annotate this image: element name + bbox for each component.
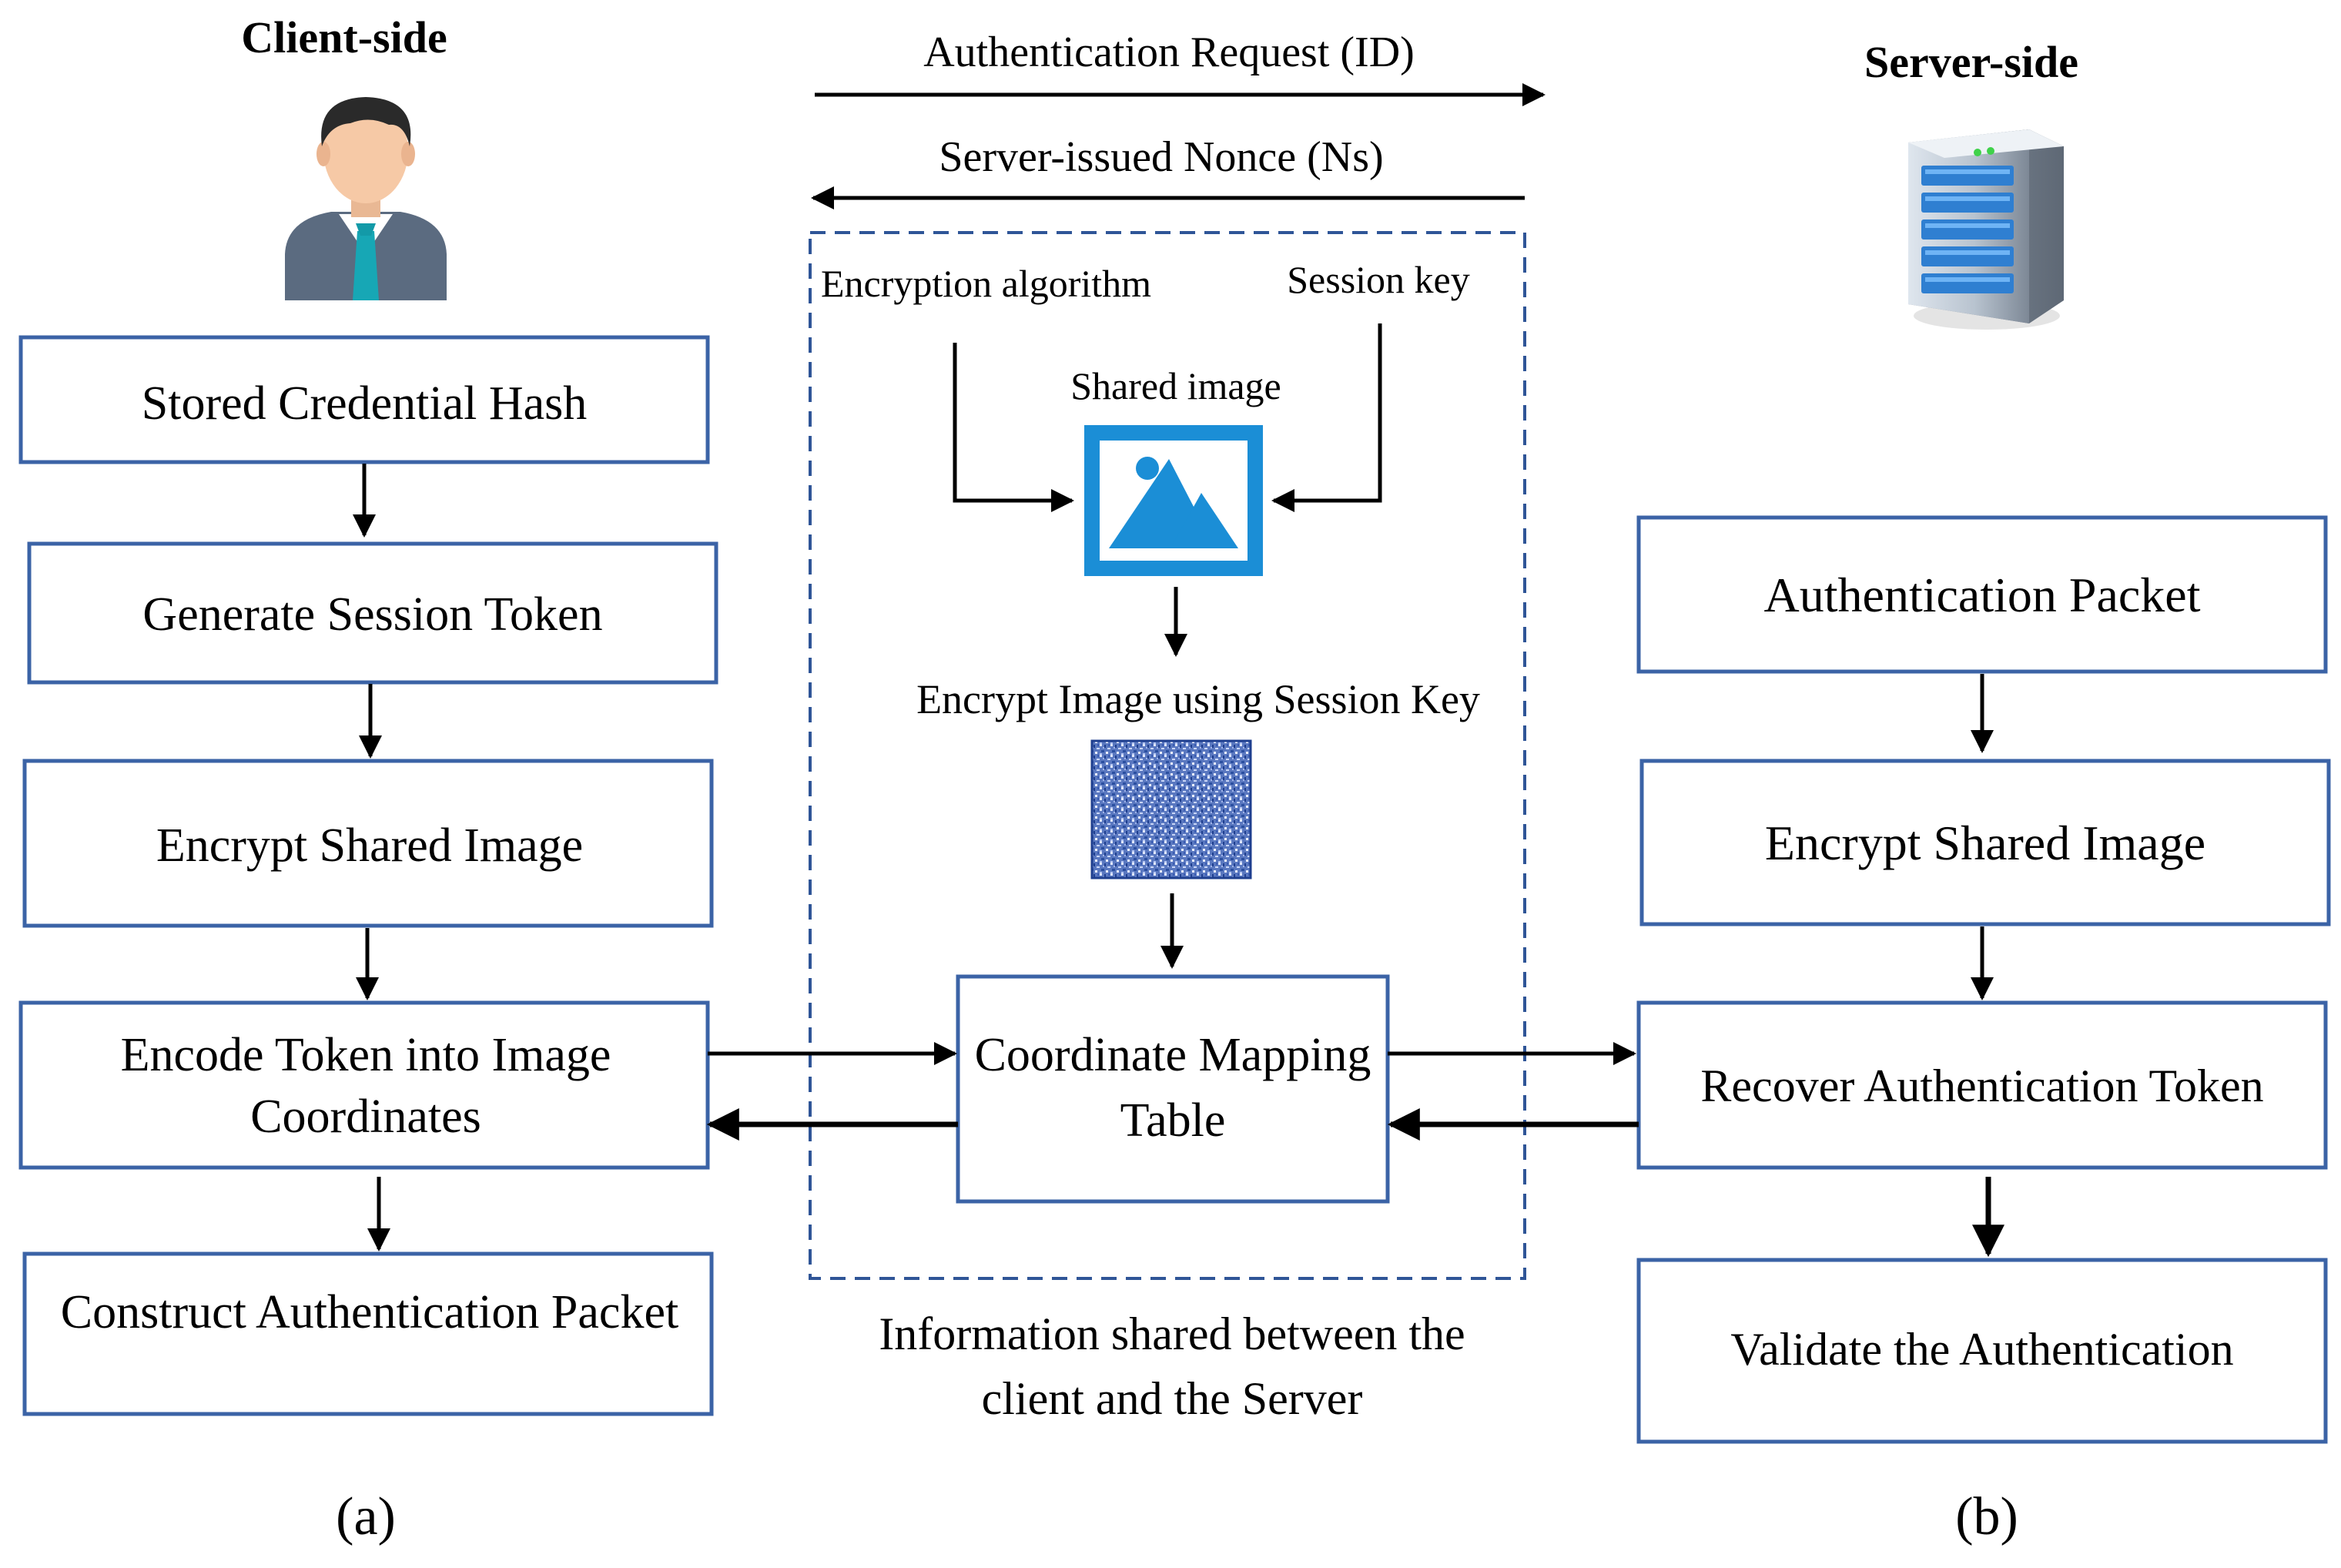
server-box-recover-token [1636,1000,2328,1170]
coordinate-mapping-line2: Table [1120,1094,1226,1147]
client-caption: (a) [336,1487,396,1546]
shared-caption-line2: client and the Server [982,1373,1363,1424]
client-box-encrypt-image [22,759,714,928]
shared-info-region [809,231,1526,1280]
client-box-stored-hash [18,335,710,464]
client-box-generate-token [27,541,718,685]
server-box-validate-text: Validate the Authentication [1730,1324,2233,1375]
auth-request-label: Authentication Request (ID) [923,28,1415,76]
client-box-encrypt-image-text: Encrypt Shared Image [156,819,583,872]
server-box-recover-token-text: Recover Authentication Token [1700,1060,2263,1111]
server-side-heading: Server-side [1864,37,2078,87]
shared-image-label: Shared image [1070,364,1281,407]
shared-image-icon [1084,425,1263,576]
client-box-encode-token-line2: Coordinates [250,1091,481,1143]
client-box-construct-packet-text: Construct Authentication Packet [61,1286,678,1338]
server-caption: (b) [1955,1487,2018,1546]
client-box-encode-token-line1: Encode Token into Image [121,1029,611,1081]
client-box-construct-packet [22,1251,714,1416]
server-box-encrypt-image [1639,759,2331,926]
coordinate-mapping-line1: Coordinate Mapping [975,1029,1371,1081]
client-box-encode-token [18,1000,710,1170]
nonce-label: Server-issued Nonce (Ns) [939,133,1383,181]
client-box-stored-hash-text: Stored Credential Hash [142,377,588,430]
server-icon [1908,129,2064,330]
encryption-algorithm-label: Encryption algorithm [821,262,1151,305]
client-user-icon [285,97,447,300]
shared-caption-line1: Information shared between the [879,1308,1465,1359]
key-to-image-arrow [1271,323,1382,512]
client-side-heading: Client-side [241,12,447,62]
encrypt-image-step-label: Encrypt Image using Session Key [916,676,1480,722]
algorithm-to-image-arrow [953,343,1074,512]
encrypted-image-icon [1090,739,1252,879]
session-key-label: Session key [1287,258,1470,301]
server-box-validate [1636,1258,2328,1444]
server-box-auth-packet [1636,515,2328,674]
client-box-generate-token-text: Generate Session Token [142,588,602,641]
server-box-encrypt-image-text: Encrypt Shared Image [1765,816,2205,870]
coordinate-mapping-table-box [956,974,1390,1204]
server-box-auth-packet-text: Authentication Packet [1764,568,2201,622]
